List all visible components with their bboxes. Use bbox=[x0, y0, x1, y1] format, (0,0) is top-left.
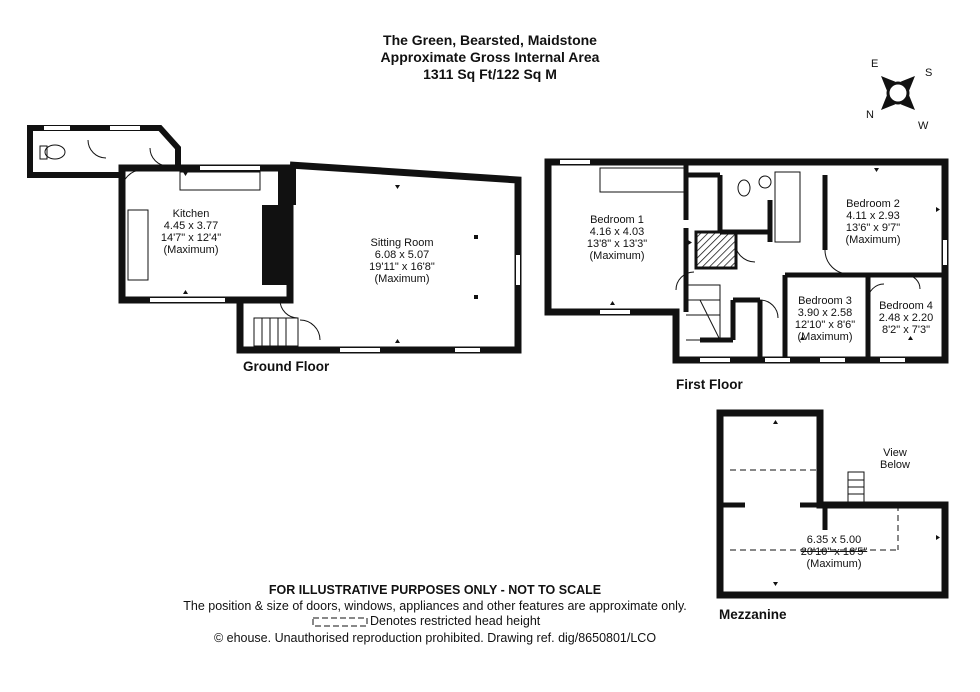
ground-floor-label: Ground Floor bbox=[243, 359, 330, 374]
mezzanine-plan bbox=[716, 409, 949, 599]
chimney-stack bbox=[694, 230, 738, 270]
room-bedroom-3: Bedroom 3 3.90 x 2.58 12'10" x 8'6" (Max… bbox=[794, 295, 856, 343]
compass-w: W bbox=[918, 120, 929, 132]
disclaimer: FOR ILLUSTRATIVE PURPOSES ONLY - NOT TO … bbox=[268, 583, 602, 597]
view-below-note: View Below bbox=[880, 447, 910, 471]
room-bedroom-4: Bedroom 4 2.48 x 2.20 8'2" x 7'3" bbox=[878, 300, 934, 336]
compass-icon bbox=[881, 76, 915, 110]
area-value: 1311 Sq Ft/122 Sq M bbox=[423, 66, 557, 82]
compass-n: N bbox=[866, 109, 874, 121]
restricted-height-legend-swatch bbox=[312, 617, 368, 627]
chimney-breast bbox=[262, 205, 290, 285]
compass-e: E bbox=[871, 58, 879, 70]
restricted-legend: Denotes restricted head height bbox=[370, 614, 541, 628]
room-bedroom-1: Bedroom 1 4.16 x 4.03 13'8" x 13'3" (Max… bbox=[586, 214, 648, 262]
room-kitchen: Kitchen 4.45 x 3.77 14'7" x 12'4" (Maxim… bbox=[160, 208, 222, 256]
room-mezzanine: 6.35 x 5.00 20'10" x 16'5" (Maximum) bbox=[800, 534, 868, 570]
copyright: © ehouse. Unauthorised reproduction proh… bbox=[213, 631, 657, 645]
room-sitting: Sitting Room 6.08 x 5.07 19'11" x 16'8" … bbox=[369, 237, 435, 285]
position-note: The position & size of doors, windows, a… bbox=[183, 599, 687, 613]
ground-stairs bbox=[253, 317, 299, 347]
bath bbox=[774, 171, 801, 243]
room-bedroom-2: Bedroom 2 4.11 x 2.93 13'6" x 9'7" (Maxi… bbox=[845, 198, 901, 246]
mezzanine-ladder bbox=[847, 471, 865, 503]
first-floor-stairs bbox=[686, 284, 721, 341]
first-floor-plan bbox=[544, 158, 949, 364]
area-title: Approximate Gross Internal Area bbox=[380, 49, 600, 65]
mezzanine-label: Mezzanine bbox=[719, 607, 787, 622]
ground-floor-plan bbox=[27, 125, 522, 354]
compass-s: S bbox=[925, 67, 933, 79]
first-floor-label: First Floor bbox=[676, 377, 743, 392]
plan-address: The Green, Bearsted, Maidstone bbox=[383, 32, 597, 48]
